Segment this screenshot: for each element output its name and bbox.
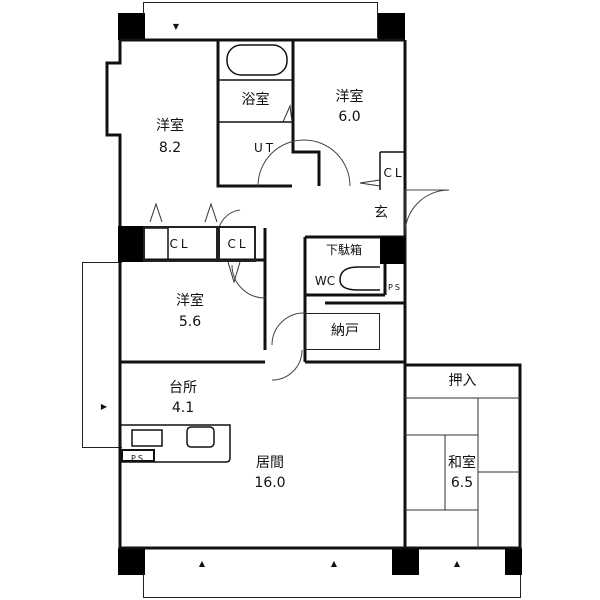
room-toilet-name: WC bbox=[314, 274, 336, 288]
pillar bbox=[118, 548, 145, 575]
room-storage-name: 納戸 bbox=[331, 323, 359, 339]
pillar bbox=[380, 237, 405, 264]
pillar bbox=[505, 548, 522, 575]
room-western-3-name: 洋室 bbox=[176, 293, 204, 309]
room-pipe-space-2-name: PS bbox=[131, 454, 145, 463]
closet-1-box bbox=[143, 226, 218, 262]
room-utility-name: UT bbox=[253, 141, 277, 155]
window-arrow-icon: ▲ bbox=[330, 559, 340, 568]
room-closet-3-name: CL bbox=[383, 166, 405, 180]
pillar bbox=[118, 13, 145, 40]
room-living-name: 居間 bbox=[256, 455, 284, 471]
room-japanese-name: 和室 bbox=[448, 455, 476, 471]
storage-box bbox=[305, 313, 380, 350]
window-arrow-icon: ▶ bbox=[100, 402, 110, 411]
room-bathroom-name: 浴室 bbox=[241, 92, 270, 108]
left-balcony bbox=[82, 262, 122, 448]
window-arrow-icon: ▼ bbox=[172, 22, 182, 31]
pillar bbox=[118, 226, 143, 262]
room-oshiire-name: 押入 bbox=[448, 373, 477, 389]
room-western-1-size: 8.2 bbox=[158, 140, 182, 156]
room-western-2-size: 6.0 bbox=[338, 109, 361, 125]
room-western-3-size: 5.6 bbox=[178, 314, 202, 330]
room-closet-2-name: CL bbox=[227, 237, 249, 251]
room-shoe-cabinet-name: 下駄箱 bbox=[325, 243, 362, 257]
room-living-size: 16.0 bbox=[254, 475, 286, 491]
room-japanese-size: 6.5 bbox=[450, 475, 474, 491]
room-western-1-name: 洋室 bbox=[156, 118, 184, 134]
room-pipe-space-1-name: PS bbox=[388, 283, 402, 292]
window-arrow-icon: ▲ bbox=[198, 559, 208, 568]
closet-2-box bbox=[218, 226, 256, 262]
room-kitchen-name: 台所 bbox=[169, 380, 197, 396]
room-closet-1-name: CL bbox=[169, 237, 191, 251]
room-entrance-name: 玄 bbox=[374, 205, 388, 221]
pillar bbox=[378, 13, 405, 40]
room-kitchen-size: 4.1 bbox=[171, 400, 195, 416]
pillar bbox=[392, 548, 419, 575]
window-arrow-icon: ▲ bbox=[453, 559, 463, 568]
room-western-2-name: 洋室 bbox=[335, 89, 364, 105]
